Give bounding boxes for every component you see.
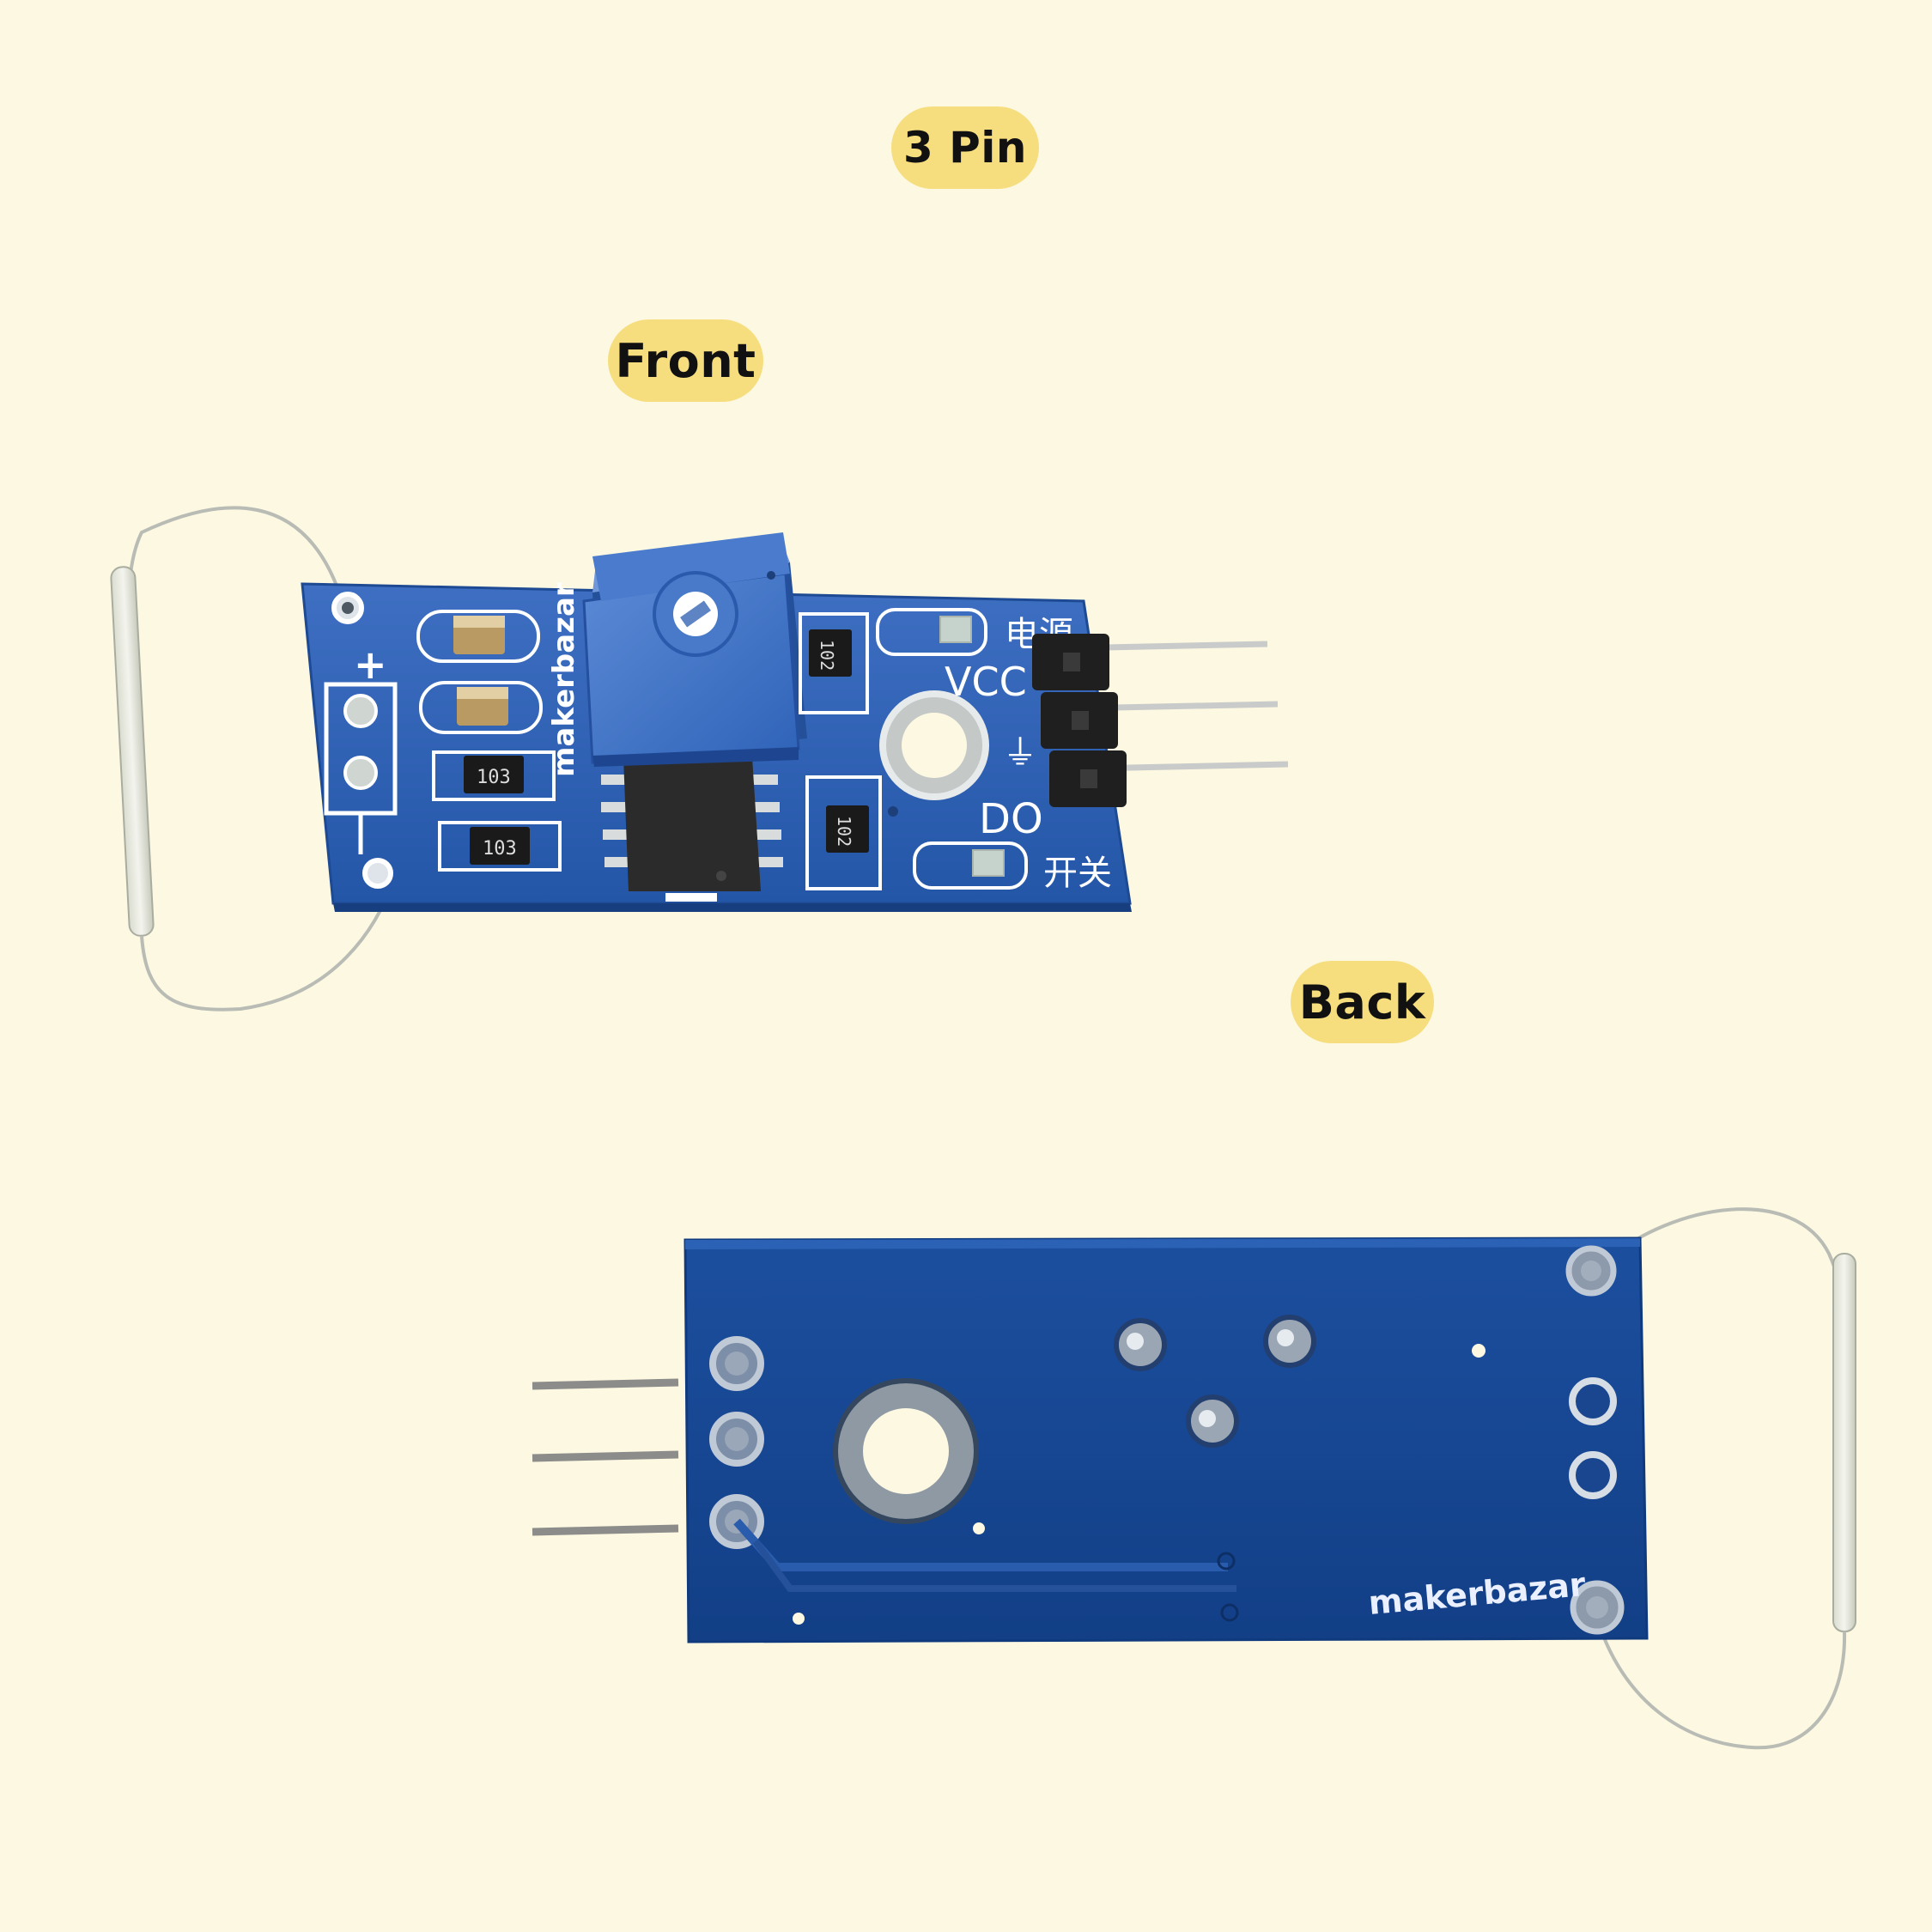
ic-chip bbox=[601, 757, 783, 902]
resistor-102-b: 102 bbox=[834, 816, 854, 847]
front-watermark: makerbazar bbox=[547, 582, 581, 777]
front-header-pins bbox=[1032, 634, 1289, 807]
vcc-silkscreen: VCC bbox=[945, 659, 1027, 705]
front-pcb: + 103 103 makerbazar bbox=[301, 532, 1289, 912]
back-pcb: makerbazar bbox=[532, 1207, 1856, 1750]
back-reed-switch bbox=[1595, 1207, 1856, 1750]
front-label: Front bbox=[608, 319, 763, 402]
resistor-102-a: 102 bbox=[817, 640, 837, 671]
pin-count-label: 3 Pin bbox=[891, 106, 1039, 189]
potentiometer bbox=[582, 532, 807, 767]
back-label: Back bbox=[1291, 961, 1434, 1043]
do-silkscreen: DO bbox=[979, 795, 1043, 843]
plus-silkscreen: + bbox=[354, 641, 387, 688]
front-reed-switch bbox=[110, 506, 397, 1012]
switch-silkscreen: 开关 bbox=[1043, 854, 1112, 893]
gnd-silkscreen: ⏚ bbox=[1003, 733, 1037, 773]
resistor-103-a: 103 bbox=[477, 767, 511, 788]
resistor-103-b: 103 bbox=[483, 838, 517, 860]
